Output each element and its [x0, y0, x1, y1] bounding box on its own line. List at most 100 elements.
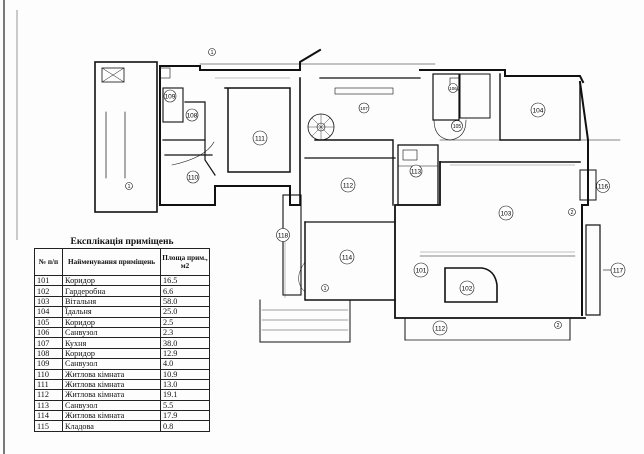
room-area: 17.9: [160, 410, 210, 422]
room-labels: 101 102 103 104 105 106 107 108 109 110 …: [163, 83, 626, 336]
svg-text:109: 109: [165, 94, 176, 101]
legend-title: Експлікація приміщень: [70, 237, 174, 247]
room-113: 113: [409, 164, 423, 178]
svg-text:116: 116: [598, 184, 609, 191]
room-number: 109: [33, 358, 64, 370]
header-name: Найменування приміщень: [62, 248, 162, 276]
axis-label: 1: [128, 184, 131, 190]
header-number: № п/п: [33, 248, 64, 276]
room-number: 104: [33, 306, 64, 318]
svg-text:102: 102: [462, 286, 473, 293]
room-area: 38.0: [160, 337, 210, 349]
room-106: 106: [448, 83, 458, 93]
svg-text:114: 114: [342, 255, 353, 262]
room-name: Житлова кімната: [62, 368, 162, 380]
room-name: Їдальня: [62, 306, 162, 318]
room-area: 4.0: [160, 358, 210, 370]
room-number: 111: [33, 378, 64, 391]
room-107: 107: [358, 102, 370, 114]
svg-text:117: 117: [613, 268, 624, 275]
room-area: 16.5: [160, 274, 210, 287]
room-area: 6.6: [160, 285, 210, 297]
room-number: 110: [33, 368, 64, 380]
room-name: Санвузол: [62, 399, 162, 412]
room-118: 118: [276, 228, 290, 242]
room-area: 10.9: [160, 368, 210, 380]
room-number: 108: [33, 347, 64, 360]
room-area: 5.5: [160, 399, 210, 412]
room-name: Вітальня: [62, 295, 162, 308]
svg-text:118: 118: [278, 233, 289, 240]
room-area: 0.8: [160, 420, 210, 432]
room-name: Гардеробна: [62, 285, 162, 297]
room-name: Кухня: [62, 337, 162, 349]
room-number: 105: [33, 316, 64, 328]
svg-text:112: 112: [435, 326, 446, 333]
room-102: 102: [459, 280, 475, 296]
room-number: 103: [33, 295, 64, 308]
room-108: 108: [185, 108, 199, 122]
room-explication-legend: Експлікація приміщень № п/п Найменування…: [33, 236, 210, 432]
svg-text:112: 112: [343, 183, 354, 190]
room-number: 112: [33, 389, 64, 401]
room-number: 113: [33, 399, 64, 412]
svg-text:108: 108: [187, 113, 198, 120]
svg-text:113: 113: [411, 169, 422, 176]
room-name: Житлова кімната: [62, 378, 162, 391]
axis-label: 1: [211, 50, 214, 56]
axis-markers: 1 1 1 2 2: [125, 48, 576, 329]
room-111: 111: [252, 130, 268, 146]
room-112-lower: 112: [432, 320, 448, 336]
room-name: Коридор: [62, 347, 162, 360]
room-110: 110: [186, 170, 200, 184]
svg-text:110: 110: [188, 175, 199, 182]
room-105: 105: [451, 120, 463, 132]
legend-table: № п/п Найменування приміщень Площа прим.…: [33, 248, 210, 432]
room-104: 104: [530, 102, 546, 118]
room-112-upper: 112: [340, 177, 356, 193]
room-number: 107: [33, 337, 64, 349]
room-number: 102: [33, 285, 64, 297]
axis-label: 1: [324, 286, 327, 292]
room-name: Житлова кімната: [62, 410, 162, 422]
svg-text:104: 104: [533, 108, 544, 115]
room-number: 115: [33, 420, 64, 432]
room-109: 109: [163, 89, 177, 103]
room-name: Коридор: [62, 316, 162, 328]
room-area: 58.0: [160, 295, 210, 308]
room-number: 101: [33, 274, 64, 287]
room-name: Коридор: [62, 274, 162, 287]
svg-text:106: 106: [449, 86, 457, 91]
room-area: 2.3: [160, 326, 210, 339]
room-name: Санвузол: [62, 326, 162, 339]
room-114: 114: [339, 249, 355, 265]
walls: [94, 48, 621, 343]
room-area: 2.5: [160, 316, 210, 328]
room-name: Кладова: [62, 420, 162, 432]
room-name: Санвузол: [62, 358, 162, 370]
room-area: 25.0: [160, 306, 210, 318]
axis-label: 2: [557, 323, 560, 329]
room-103: 103: [498, 205, 514, 221]
room-area: 12.9: [160, 347, 210, 360]
room-number: 106: [33, 326, 64, 339]
room-number: 114: [33, 410, 64, 422]
svg-text:103: 103: [501, 211, 512, 218]
svg-text:111: 111: [255, 136, 265, 143]
room-area: 13.0: [160, 378, 210, 391]
